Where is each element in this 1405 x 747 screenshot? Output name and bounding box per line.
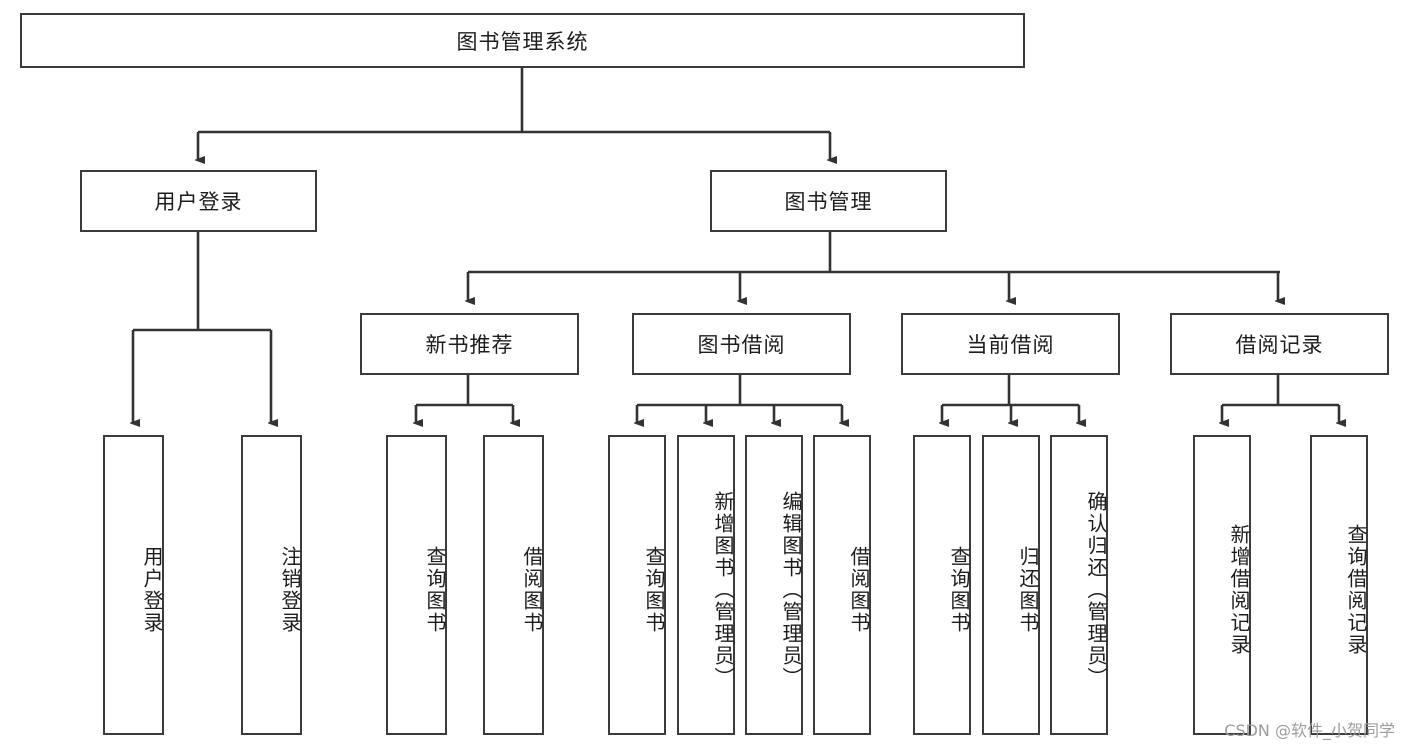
leaf-edit-book-admin[interactable]: 编辑图书（管理员） [745,435,803,735]
node-root-label: 图书管理系统 [456,29,589,54]
node-book-management-label: 图书管理 [784,190,873,214]
leaf-borrow-book[interactable]: 借阅图书 [813,435,871,735]
node-user-login[interactable]: 用户登录 [80,170,317,232]
watermark: CSDN @软件_小贺同学 [1224,721,1395,740]
node-new-book-recommend-label: 新书推荐 [425,333,514,357]
leaf-borrow-book-recommend[interactable]: 借阅图书 [483,435,544,735]
leaf-logout-label: 注销登录 [278,546,302,634]
leaf-confirm-return-admin[interactable]: 确认归还（管理员） [1050,435,1108,735]
node-current-borrow-label: 当前借阅 [966,333,1055,357]
leaf-query-book-current[interactable]: 查询图书 [913,435,971,735]
leaf-return-book[interactable]: 归还图书 [982,435,1040,735]
leaf-borrow-book-label: 借阅图书 [847,546,871,634]
node-borrow-record-label: 借阅记录 [1235,333,1324,357]
node-current-borrow[interactable]: 当前借阅 [901,313,1120,375]
leaf-query-book-recommend-label: 查询图书 [423,546,447,634]
leaf-query-book-current-label: 查询图书 [947,546,971,634]
node-user-login-label: 用户登录 [154,190,243,214]
node-borrow-record[interactable]: 借阅记录 [1170,313,1389,375]
leaf-edit-book-admin-label: 编辑图书（管理员） [779,491,803,689]
node-book-borrow-label: 图书借阅 [697,333,786,357]
leaf-user-login[interactable]: 用户登录 [103,435,164,735]
leaf-query-borrow-record-label: 查询借阅记录 [1344,524,1368,656]
leaf-confirm-return-admin-label: 确认归还（管理员） [1084,491,1108,689]
node-new-book-recommend[interactable]: 新书推荐 [360,313,579,375]
leaf-add-book-admin-label: 新增图书（管理员） [711,491,735,689]
leaf-add-borrow-record-label: 新增借阅记录 [1227,524,1251,656]
node-book-borrow[interactable]: 图书借阅 [632,313,851,375]
leaf-add-borrow-record[interactable]: 新增借阅记录 [1193,435,1251,735]
leaf-return-book-label: 归还图书 [1016,546,1040,634]
leaf-query-book-borrow-label: 查询图书 [642,546,666,634]
leaf-user-login-label: 用户登录 [140,546,164,634]
leaf-add-book-admin[interactable]: 新增图书（管理员） [677,435,735,735]
node-book-management[interactable]: 图书管理 [710,170,947,232]
leaf-query-book-recommend[interactable]: 查询图书 [386,435,447,735]
leaf-logout[interactable]: 注销登录 [241,435,302,735]
leaf-query-book-borrow[interactable]: 查询图书 [608,435,666,735]
leaf-query-borrow-record[interactable]: 查询借阅记录 [1310,435,1368,735]
node-root[interactable]: 图书管理系统 [20,13,1025,68]
leaf-borrow-book-recommend-label: 借阅图书 [520,546,544,634]
